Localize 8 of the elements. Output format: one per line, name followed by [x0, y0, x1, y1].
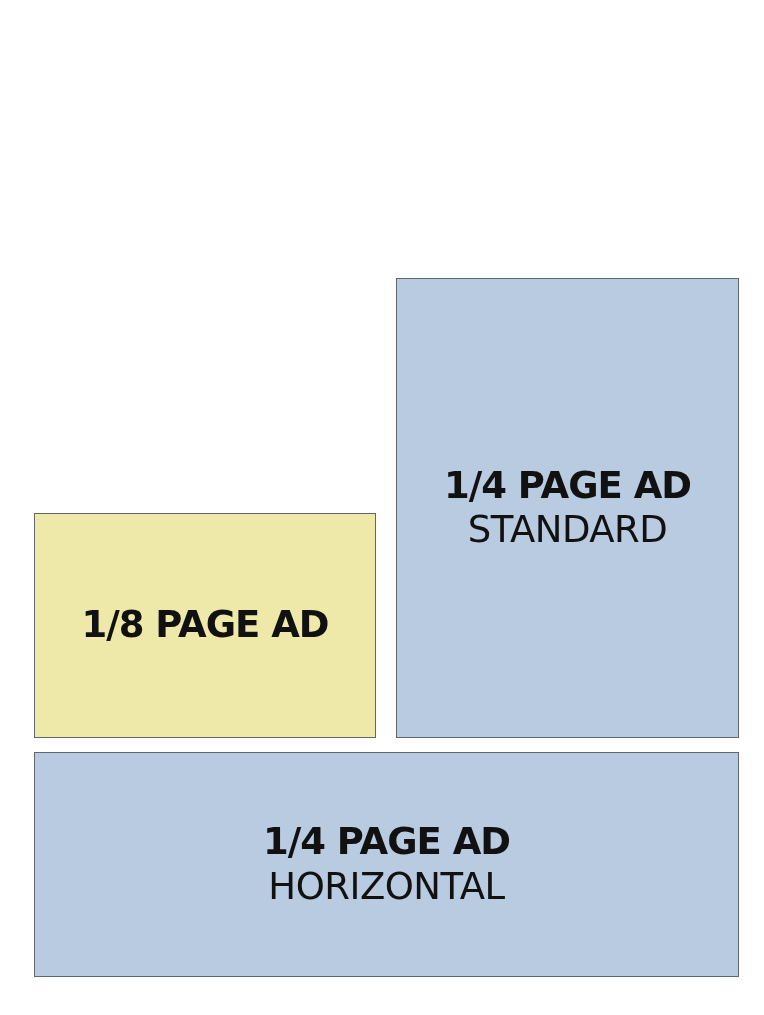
ad-size-label: 1/4 PAGE AD: [443, 463, 692, 508]
ad-format-label: STANDARD: [467, 508, 668, 553]
ad-size-label: 1/8 PAGE AD: [81, 603, 329, 648]
eighth-page-ad-box: [34, 513, 376, 738]
ad-format-label: HORIZONTAL: [268, 864, 505, 909]
quarter-page-ad-box: [396, 278, 739, 738]
ad-size-label: 1/4 PAGE AD: [262, 820, 511, 865]
quarter-page-ad-box: [34, 752, 739, 977]
